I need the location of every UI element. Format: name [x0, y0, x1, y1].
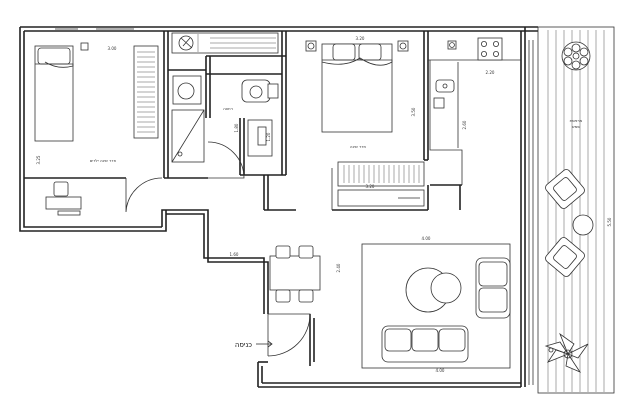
desk-shelf — [57, 210, 81, 216]
balcony-chair-top — [545, 169, 585, 209]
nightstand-right — [397, 40, 409, 52]
dimension-bedroom-side: 3.25 — [36, 155, 41, 164]
coffee-table-right — [430, 272, 462, 304]
dimension-kitchen-side: 2.60 — [462, 120, 467, 129]
pillow-left — [332, 43, 356, 61]
pillow — [37, 47, 71, 65]
desk — [45, 196, 82, 210]
room-label-balcony-sub: שמש — [572, 124, 581, 129]
washbasin — [257, 126, 267, 146]
dimension-entry-corridor: 1.60 — [230, 252, 239, 257]
nightstand-left — [305, 40, 317, 52]
dimension-dining-side: 2.40 — [336, 263, 341, 272]
entrance-door — [267, 313, 311, 357]
pillow-right — [358, 43, 382, 61]
kitchen-box-left — [447, 40, 457, 50]
room-label-master-bedroom: חדר שינה — [350, 144, 367, 149]
dimension-master-top: 3.20 — [356, 36, 365, 41]
exterior-walls — [19, 26, 538, 388]
dimension-bedroom-top: 3.00 — [108, 46, 117, 51]
living-room: 4.00 4.00 2.40 1.60 — [230, 236, 511, 373]
bathroom-door — [207, 141, 245, 179]
nightstand — [80, 42, 89, 51]
dimension-living-bottom: 4.00 — [436, 368, 445, 373]
kitchen-sink — [435, 79, 455, 93]
cooktop — [477, 37, 503, 61]
dining-chair-1 — [275, 245, 291, 259]
boiler — [178, 35, 194, 51]
entrance: כניסה — [235, 313, 311, 357]
kitchen: 2.20 2.60 — [433, 37, 503, 129]
plant-top — [561, 41, 591, 71]
master-dresser — [337, 189, 425, 207]
toilet-box — [172, 75, 202, 105]
dimension-living-top: 4.00 — [422, 236, 431, 241]
balcony-sliding-door — [528, 40, 534, 385]
toilet — [177, 82, 195, 100]
dining-chair-2 — [298, 245, 314, 259]
bathroom-sink — [241, 79, 271, 103]
balcony-chair-bottom — [545, 237, 585, 277]
plant-bottom — [544, 332, 589, 373]
entrance-label: כניסה — [235, 341, 252, 349]
balcony-outline — [537, 26, 615, 394]
room-label-bedroom-children: חדר שינה ילדים — [90, 158, 117, 163]
double-bed — [321, 43, 393, 133]
dimension-balcony-side: 5.50 — [607, 217, 612, 226]
balcony-side-table — [572, 214, 594, 236]
room-label-balcony: מרפסת — [570, 118, 583, 123]
master-bedroom: חדר שינה 3.20 3.50 3.20 — [305, 36, 425, 210]
bedroom-children: חדר שינה ילדים 3.00 3.25 — [34, 28, 163, 216]
dining-chair-4 — [298, 289, 314, 303]
dimension-bath-side: 1.80 — [234, 123, 239, 132]
dimension-master-side: 3.50 — [411, 107, 416, 116]
desk-chair — [53, 181, 69, 197]
dimension-kitchen-top: 2.20 — [486, 70, 495, 75]
room-label-bathroom: רחצה — [223, 106, 233, 111]
dimension-bathroom-lower: 1.20 — [266, 132, 271, 141]
bedroom-door — [125, 177, 163, 213]
bathroom: רחצה 1.80 1.20 — [171, 32, 279, 179]
towel-rack — [267, 83, 279, 99]
dining-table — [269, 255, 321, 291]
wardrobe-hangers — [137, 51, 155, 133]
master-wardrobe — [337, 161, 425, 187]
dishwasher — [433, 97, 445, 109]
dining-chair-3 — [275, 289, 291, 303]
shower-drain — [177, 151, 183, 157]
interior-walls — [24, 31, 521, 211]
dimension-master-bottom: 3.20 — [366, 184, 375, 189]
master-wardrobe-hangers — [343, 165, 420, 183]
balcony: מרפסת שמש 5.50 — [537, 26, 615, 394]
